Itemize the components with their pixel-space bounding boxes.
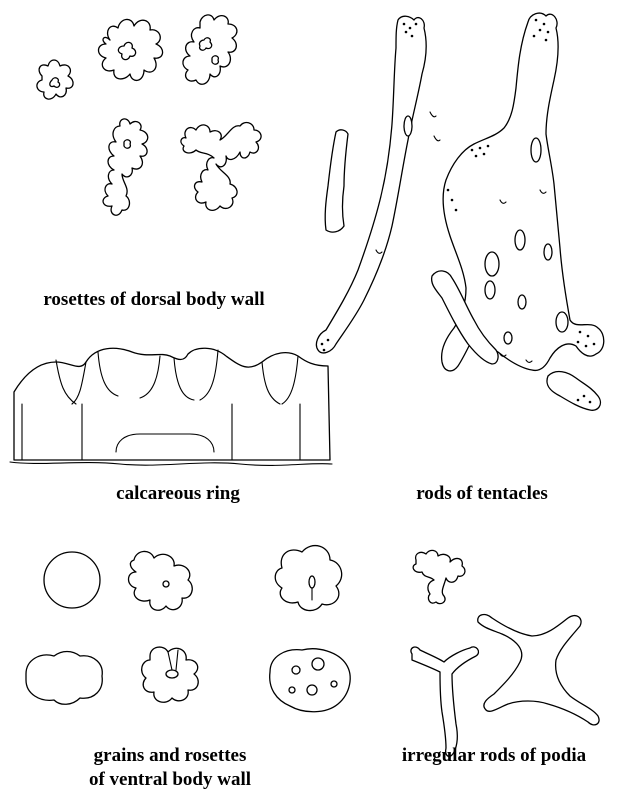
grain-pore (331, 681, 337, 687)
rosette-pore (309, 576, 315, 588)
rod-perforation (531, 138, 541, 162)
grain-pore (307, 685, 317, 695)
caption-ventral-line2: of ventral body wall (70, 768, 270, 792)
ventral-grain (270, 649, 350, 712)
rod-perforation (518, 295, 526, 309)
tentacle-rod (325, 130, 348, 232)
grain-pore (289, 687, 295, 693)
ventral-rosette (129, 551, 193, 610)
ventral-grain (26, 652, 102, 705)
caption-dorsal-rosettes: rosettes of dorsal body wall (8, 288, 300, 312)
rosette-pore (163, 581, 169, 587)
rod-perforation (404, 116, 412, 136)
dorsal-rosette (183, 15, 237, 84)
podia-rod (411, 647, 479, 756)
grain-pore (292, 666, 300, 674)
rod-perforation (515, 230, 525, 250)
caption-tentacle-rods: rods of tentacles (392, 482, 572, 506)
rod-perforation (485, 281, 495, 299)
dorsal-rosettes-group (37, 15, 261, 215)
grain-pore (312, 658, 324, 670)
caption-ventral-line1: grains and rosettes (70, 744, 270, 768)
dorsal-rosette (103, 119, 148, 215)
podia-rods-group (411, 550, 599, 756)
podia-rod (478, 615, 599, 725)
rod-perforation (544, 244, 552, 260)
podia-rod (413, 550, 465, 603)
dorsal-rosette (181, 123, 261, 211)
rod-perforation (485, 252, 499, 276)
dorsal-rosette (99, 19, 163, 80)
caption-podia-rods: irregular rods of podia (376, 744, 612, 768)
rosette-pore (166, 670, 178, 678)
rod-perforation (556, 312, 568, 332)
ventral-rosette (275, 546, 341, 611)
tentacle-rod (547, 372, 601, 411)
rod-perforation (504, 332, 512, 344)
caption-calcareous-ring: calcareous ring (88, 482, 268, 506)
tentacle-rods-group (316, 13, 603, 410)
dorsal-rosette (37, 60, 73, 99)
ventral-grain (44, 552, 100, 608)
calcareous-ring (10, 348, 332, 465)
ventral-grains-group (26, 546, 350, 712)
